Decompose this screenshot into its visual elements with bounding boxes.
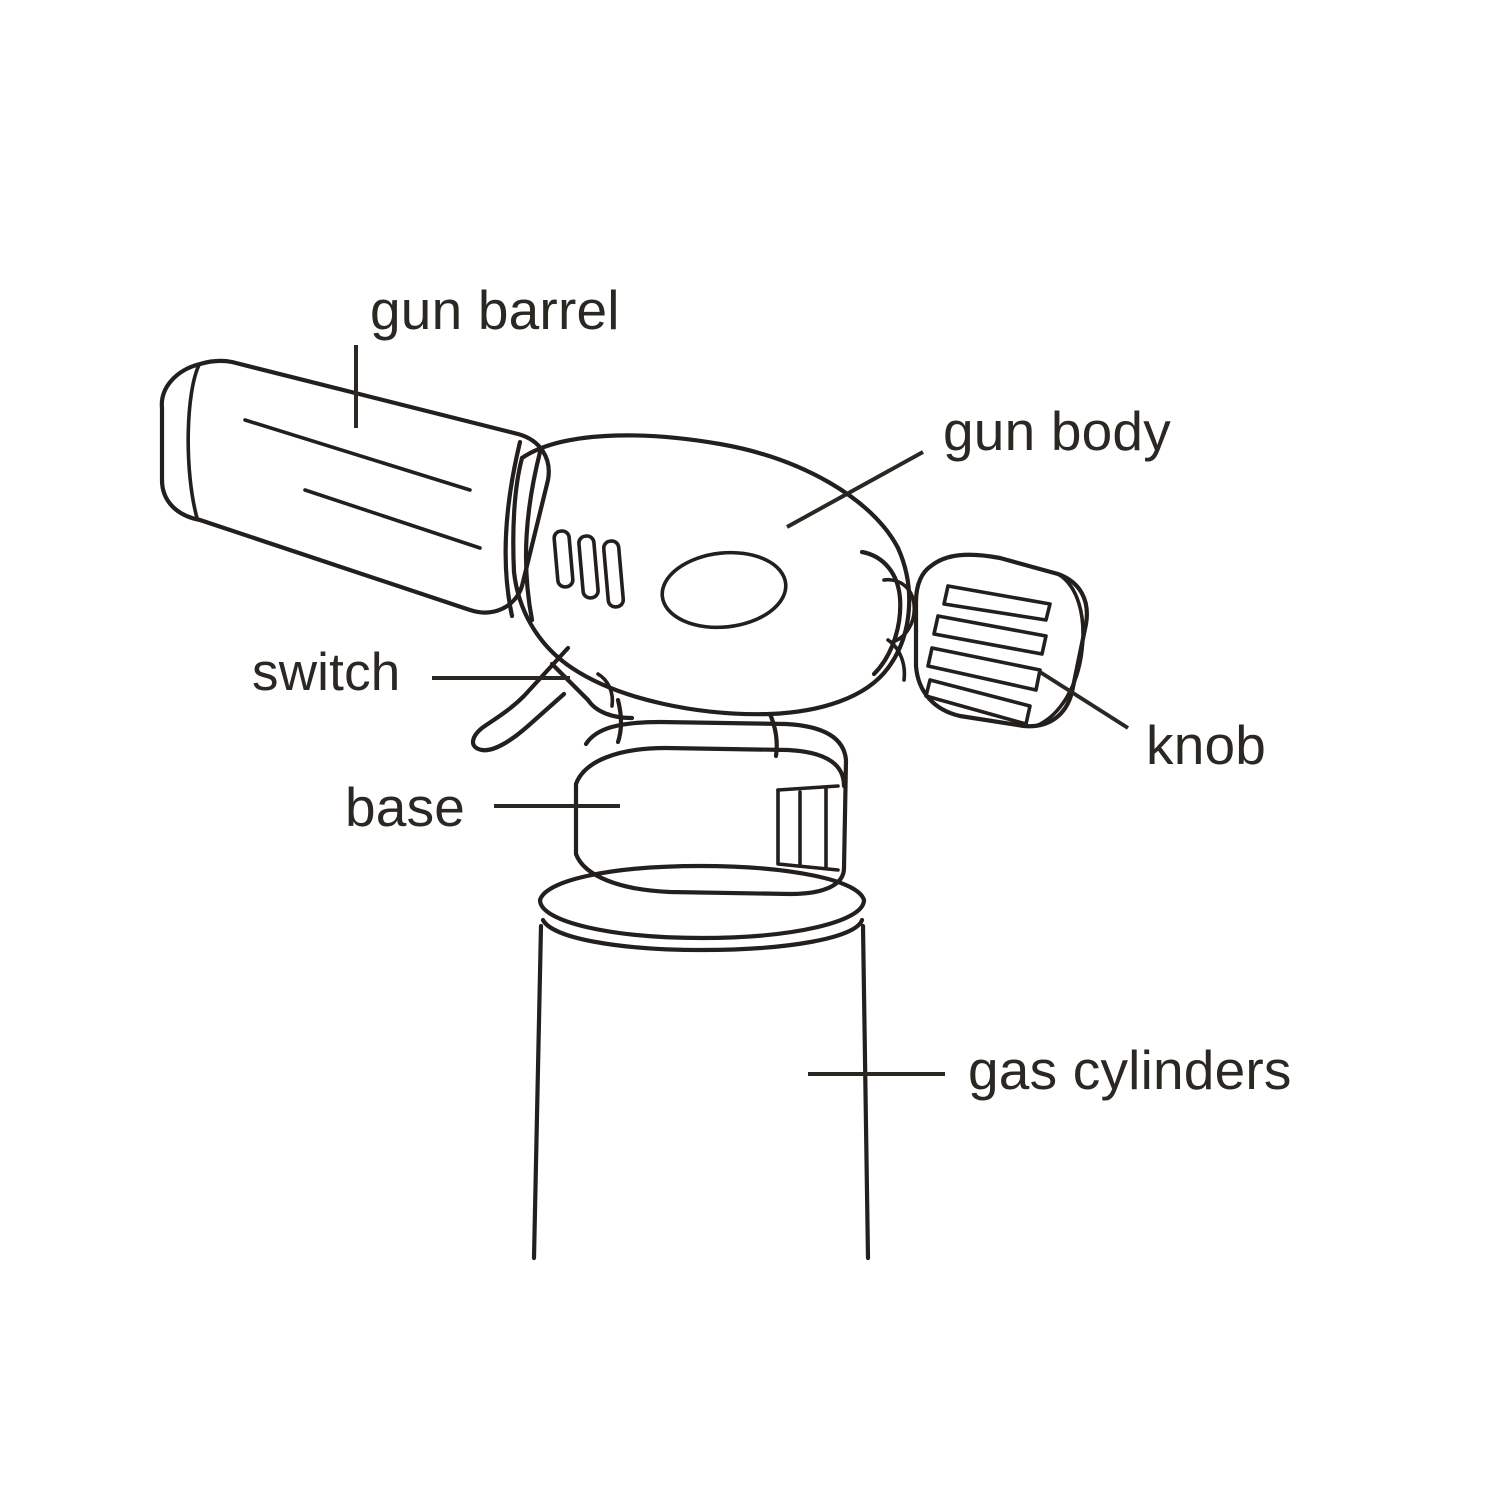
gun-body-shape xyxy=(511,433,912,717)
torch-neck xyxy=(615,697,779,759)
label-switch: switch xyxy=(252,643,401,702)
label-base: base xyxy=(345,776,466,838)
gun-barrel-shape xyxy=(159,358,551,615)
label-gas-cylinders: gas cylinders xyxy=(968,1039,1292,1101)
switch-shape xyxy=(470,645,635,753)
label-knob: knob xyxy=(1146,714,1267,776)
base-shape xyxy=(573,719,849,897)
knob-shape xyxy=(913,552,1089,729)
leader-knob xyxy=(1038,670,1130,730)
label-gun-barrel: gun barrel xyxy=(370,279,620,341)
gas-cylinder-shape xyxy=(531,923,871,1261)
cylinder-neck-ring xyxy=(537,863,867,953)
barrel-body-collar xyxy=(503,439,543,623)
leader-gun-body xyxy=(786,450,924,529)
label-gun-body: gun body xyxy=(943,400,1171,462)
